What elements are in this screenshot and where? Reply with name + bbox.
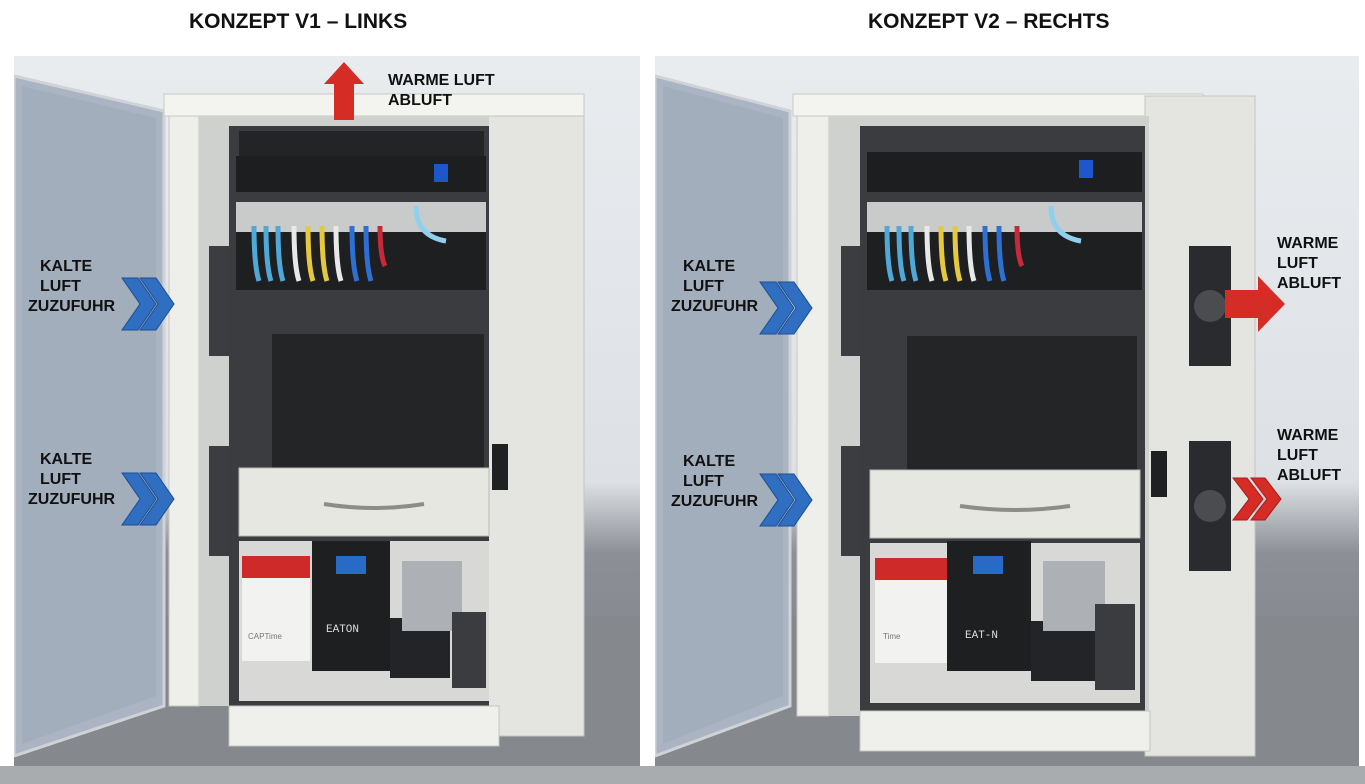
cold-air-arrows-right	[759, 281, 813, 527]
label-line: LUFT	[40, 278, 81, 295]
ups-label-right: EAT-N	[965, 630, 999, 642]
label-line: ABLUFT	[1277, 275, 1341, 292]
concept-v1-photo	[14, 56, 640, 766]
label-line: ABLUFT	[388, 92, 452, 109]
label-line: LUFT	[1277, 447, 1318, 464]
warm-air-chevrons	[1231, 477, 1282, 521]
box-label-left: CAPTime	[248, 632, 282, 641]
warm-air-up-arrow	[324, 62, 364, 120]
ups-label-left: EATON	[326, 624, 360, 636]
concept-v2-photo	[655, 56, 1359, 766]
label-line: ZUZUFUHR	[671, 493, 759, 510]
label-line: WARME LUFT	[388, 72, 495, 89]
cabinet-right-illustration	[655, 74, 1359, 766]
label-line: WARME	[1277, 427, 1339, 444]
warm-air-label-lower-right: WARME LUFT ABLUFT	[1277, 426, 1341, 486]
label-line: KALTE	[40, 258, 93, 275]
label-line: LUFT	[683, 473, 724, 490]
cold-air-label-upper-left: KALTE LUFT ZUZUFUHR	[28, 257, 115, 317]
label-line: KALTE	[683, 258, 736, 275]
warm-air-label-top: WARME LUFT ABLUFT	[388, 71, 495, 111]
cabinet-left-illustration	[14, 62, 640, 766]
concept-v2-title: KONZEPT V2 – RECHTS	[868, 10, 1110, 33]
concept-v1-title: KONZEPT V1 – LINKS	[189, 10, 408, 33]
cold-air-arrows-left	[121, 277, 175, 526]
cold-air-label-upper-right: KALTE LUFT ZUZUFUHR	[671, 257, 758, 317]
cold-air-label-lower-right: KALTE LUFT ZUZUFUHR	[671, 452, 758, 512]
label-line: LUFT	[40, 471, 81, 488]
label-line: WARME	[1277, 235, 1339, 252]
label-line: ABLUFT	[1277, 467, 1341, 484]
label-line: KALTE	[683, 453, 736, 470]
label-line: KALTE	[40, 451, 93, 468]
warm-air-label-upper-right: WARME LUFT ABLUFT	[1277, 234, 1341, 294]
cold-air-label-lower-left: KALTE LUFT ZUZUFUHR	[28, 450, 115, 510]
warm-air-right-arrow	[1225, 276, 1285, 332]
box-label-right: Time	[883, 632, 901, 641]
label-line: ZUZUFUHR	[28, 298, 116, 315]
label-line: LUFT	[1277, 255, 1318, 272]
label-line: LUFT	[683, 278, 724, 295]
label-line: ZUZUFUHR	[671, 298, 759, 315]
label-line: ZUZUFUHR	[28, 491, 116, 508]
bottom-strip	[0, 766, 1365, 784]
